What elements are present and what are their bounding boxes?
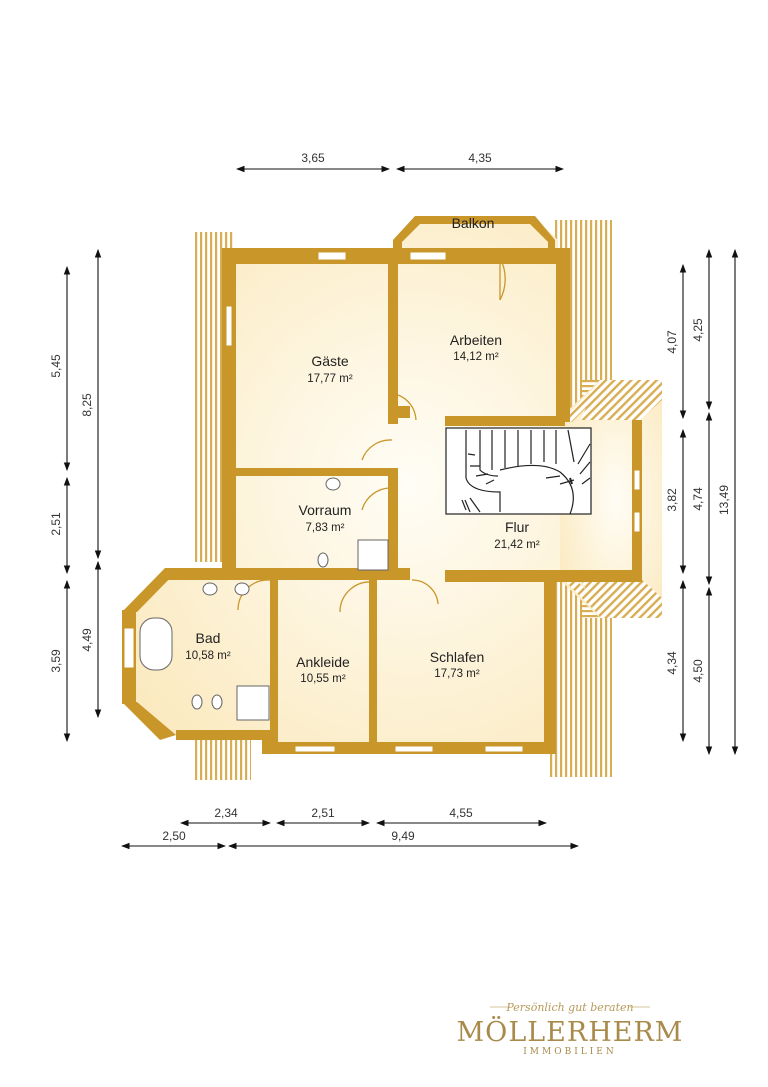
room-vorraum-area: 7,83 m² — [306, 522, 345, 534]
room-vorraum-name: Vorraum — [299, 502, 352, 518]
dim-right-inner-1: 4,07 — [665, 330, 679, 354]
room-flur-area: 21,42 m² — [494, 539, 540, 551]
dim-right-inner-2: 3,82 — [665, 488, 679, 512]
dim-right-inner-3: 4,34 — [665, 651, 679, 675]
dim-right-outer-1: 13,49 — [717, 485, 731, 515]
dim-bottom-inner-2: 2,51 — [311, 806, 335, 820]
dimension-labels: 3,65 4,35 2,34 2,51 4,55 2,50 9,49 5,45 … — [49, 151, 731, 843]
room-balkon-name: Balkon — [452, 215, 495, 231]
toilet-vorraum — [317, 552, 329, 568]
bathtub — [139, 617, 173, 671]
walls — [122, 216, 642, 754]
dim-bottom-outer-1: 2,50 — [162, 829, 186, 843]
shower-bad — [236, 685, 270, 721]
shower-vorraum — [357, 539, 389, 571]
dim-top-2: 4,35 — [468, 151, 492, 165]
dim-top-1: 3,65 — [301, 151, 325, 165]
dim-bottom-outer-2: 9,49 — [391, 829, 415, 843]
toilet-bad — [211, 694, 223, 710]
dim-right-mid-2: 4,74 — [691, 487, 705, 511]
room-ankleide-name: Ankleide — [296, 654, 350, 670]
room-bad-name: Bad — [196, 630, 221, 646]
sink-vorraum — [325, 477, 341, 491]
room-bad-area: 10,58 m² — [185, 650, 231, 662]
dim-bottom-inner-3: 4,55 — [449, 806, 473, 820]
dim-left-outer-1: 8,25 — [80, 393, 94, 417]
room-flur-name: Flur — [505, 519, 529, 535]
dim-right-mid-3: 4,50 — [691, 659, 705, 683]
room-gaeste-area: 17,77 m² — [307, 373, 353, 385]
brand-tagline: Persönlich gut beraten — [505, 1001, 633, 1014]
room-arbeiten-area: 14,12 m² — [453, 351, 499, 363]
dim-bottom-inner-1: 2,34 — [214, 806, 238, 820]
staircase — [445, 427, 592, 515]
dim-left-inner-3: 3,59 — [49, 649, 63, 673]
dim-left-inner-2: 2,51 — [49, 512, 63, 536]
windows — [123, 251, 641, 753]
doors — [237, 257, 506, 613]
room-arbeiten-name: Arbeiten — [450, 332, 502, 348]
brand-subtitle: IMMOBILIEN — [523, 1047, 617, 1057]
fixtures — [139, 477, 389, 721]
sink-bad-1 — [202, 582, 218, 596]
room-ankleide-area: 10,55 m² — [300, 673, 346, 685]
brand-logo: Persönlich gut beraten MÖLLERHERM IMMOBI… — [457, 1001, 684, 1057]
room-schlafen-area: 17,73 m² — [434, 668, 480, 680]
bidet-bad — [191, 694, 203, 710]
room-schlafen-name: Schlafen — [430, 649, 484, 665]
room-labels: Balkon Gäste 17,77 m² Arbeiten 14,12 m² … — [185, 215, 540, 685]
dimension-lines — [63, 165, 739, 850]
dim-right-mid-1: 4,25 — [691, 318, 705, 342]
room-gaeste-name: Gäste — [311, 353, 349, 369]
floor-area — [128, 218, 640, 748]
dim-left-inner-1: 5,45 — [49, 354, 63, 378]
brand-name: MÖLLERHERM — [457, 1014, 684, 1048]
dim-left-outer-2: 4,49 — [80, 628, 94, 652]
sink-bad-2 — [234, 582, 250, 596]
